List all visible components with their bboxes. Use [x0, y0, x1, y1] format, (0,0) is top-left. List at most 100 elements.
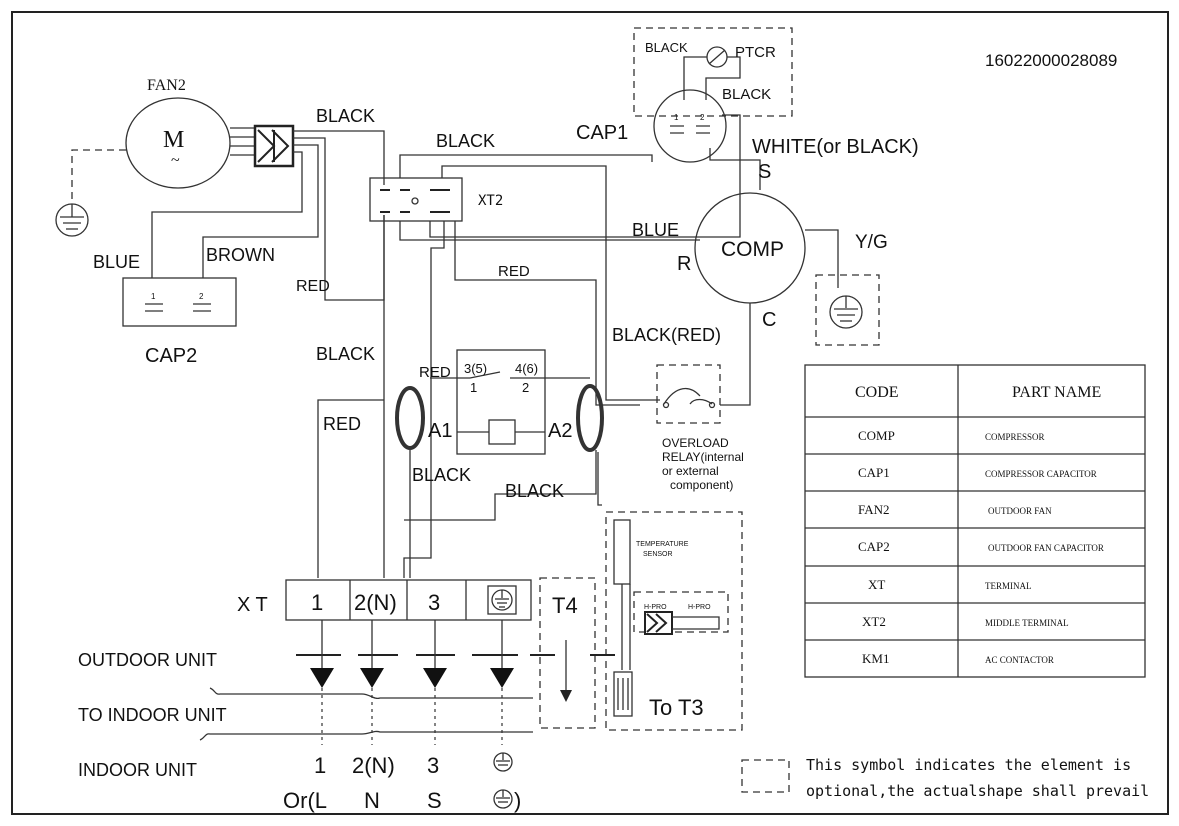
wire-label-black-red: BLACK(RED)	[612, 325, 721, 345]
svg-text:S: S	[427, 788, 442, 813]
table-row-name: COMPRESSOR	[985, 432, 1045, 442]
ptcr-optional-box	[633, 27, 793, 117]
wire-label-black-ptcr-left: BLACK	[645, 40, 688, 55]
svg-text:or external: or external	[662, 464, 719, 478]
xt-ground-terminal-icon	[487, 585, 517, 615]
svg-text:1: 1	[674, 113, 679, 122]
cap1-capacitor: 1 2 CAP1	[576, 89, 727, 163]
table-row-name: AC CONTACTOR	[985, 655, 1054, 665]
svg-text:): )	[514, 788, 521, 813]
table-row-name: OUTDOOR FAN	[988, 506, 1052, 516]
wire-label-black-lower1: BLACK	[412, 465, 471, 485]
comp-terminal-s: S	[758, 161, 771, 183]
indoor-ground-icon	[493, 752, 513, 772]
wire-label-black-lower2: BLACK	[505, 481, 564, 501]
xt-terminal-block: X T 1 2(N) 3	[237, 579, 532, 621]
outdoor-unit-label: OUTDOOR UNIT	[78, 650, 217, 670]
wire-label-white-or-black: WHITE(or BLACK)	[752, 136, 919, 158]
fan2-label: FAN2	[147, 77, 186, 94]
svg-text:1: 1	[470, 380, 477, 395]
fan2-motor: FAN2 M ~	[125, 77, 231, 189]
xt2-label: XT2	[478, 193, 503, 209]
table-row-code: KM1	[862, 651, 889, 666]
cap1-label: CAP1	[576, 122, 628, 144]
svg-text:2(N): 2(N)	[352, 753, 395, 778]
wire-label-brown-fan: BROWN	[206, 245, 275, 265]
fan-connector-icon	[253, 124, 295, 168]
table-row-code: XT	[868, 577, 885, 592]
comp-terminal-c: C	[762, 309, 776, 331]
svg-text:2: 2	[700, 113, 705, 122]
wire-label-black-left: BLACK	[316, 344, 375, 364]
table-row-code: FAN2	[858, 502, 890, 517]
t3-temperature-sensor: TEMPERATURE SENSOR H-PRO H-PRO To T3	[605, 511, 743, 731]
legend-line-1: This symbol indicates the element is	[806, 756, 1131, 774]
svg-text:SENSOR: SENSOR	[643, 551, 673, 558]
wire-label-red-fan: RED	[296, 278, 330, 295]
table-header-part-name: PART NAME	[1012, 384, 1101, 401]
ferrite-ring-left-icon	[395, 386, 425, 450]
wire-label-black-ptcr-right: BLACK	[722, 86, 771, 103]
outer-border	[11, 11, 1169, 815]
svg-text:1: 1	[314, 753, 326, 778]
xt-terminal-1: 1	[311, 590, 323, 615]
contactor-a2-label: A2	[548, 420, 572, 442]
doc-number: 16022000028089	[985, 51, 1117, 70]
legend-line-2: optional,the actualshape shall prevail	[806, 782, 1149, 800]
svg-text:OVERLOAD: OVERLOAD	[662, 436, 729, 450]
table-row-name: OUTDOOR FAN CAPACITOR	[988, 543, 1104, 553]
comp-terminal-r: R	[677, 253, 691, 275]
cap2-label: CAP2	[145, 345, 197, 367]
wire-label-black-xt2: BLACK	[436, 131, 495, 151]
t4-sensor: T4	[539, 577, 596, 729]
motor-tilde-symbol: ~	[171, 152, 180, 169]
parts-table: CODE PART NAME COMP COMPRESSOR CAP1 COMP…	[804, 364, 1146, 678]
svg-text:TEMPERATURE: TEMPERATURE	[636, 541, 689, 548]
to-indoor-unit-label: TO INDOOR UNIT	[78, 705, 227, 725]
comp-label: COMP	[721, 238, 784, 261]
svg-text:component): component)	[670, 478, 733, 492]
table-row-code: XT2	[862, 614, 886, 629]
xt2-middle-terminal: XT2	[369, 177, 503, 222]
overload-relay: BLACK(RED) OVERLOAD RELAY(internal or ex…	[612, 325, 744, 492]
ac-contactor: 3(5) 4(6) 1 2 A1 A2	[428, 349, 590, 455]
svg-text:N: N	[364, 788, 380, 813]
wire-label-red-mid: RED	[498, 263, 530, 280]
to-t3-label: To T3	[649, 695, 704, 720]
wire-label-red-contactor: RED	[419, 364, 451, 381]
table-row-name: MIDDLE TERMINAL	[985, 618, 1069, 628]
svg-text:2: 2	[199, 292, 204, 301]
table-row-code: COMP	[858, 428, 895, 443]
svg-text:4(6): 4(6)	[515, 361, 538, 376]
t4-label: T4	[552, 593, 578, 618]
compressor: COMP S R C	[677, 161, 806, 331]
xt-label: X T	[237, 594, 268, 616]
svg-text:H-PRO: H-PRO	[688, 604, 711, 611]
wire-label-blue-fan: BLUE	[93, 252, 140, 272]
indoor-terminals: 1 2(N) 3 Or(L N S )	[283, 752, 521, 813]
table-row-name: COMPRESSOR CAPACITOR	[985, 469, 1097, 479]
table-row-code: CAP2	[858, 539, 890, 554]
ptcr-label: PTCR	[735, 44, 776, 61]
svg-text:1: 1	[151, 292, 156, 301]
comp-ground-icon	[815, 274, 880, 346]
svg-text:RELAY(internal: RELAY(internal	[662, 450, 744, 464]
indoor-unit-label: INDOOR UNIT	[78, 760, 197, 780]
outdoor-indoor-connection	[199, 620, 615, 745]
table-row-name: TERMINAL	[985, 581, 1032, 591]
motor-m-symbol: M	[163, 127, 184, 153]
table-header-code: CODE	[855, 384, 899, 401]
svg-text:2: 2	[522, 380, 529, 395]
svg-text:H-PRO: H-PRO	[644, 604, 667, 611]
indoor-ground-icon-2	[493, 789, 513, 809]
wire-label-red-left: RED	[323, 414, 361, 434]
wire-label-yg: Y/G	[855, 232, 888, 253]
wire-label-blue-comp: BLUE	[632, 220, 679, 240]
svg-text:3: 3	[427, 753, 439, 778]
xt-terminal-3: 3	[428, 590, 440, 615]
ferrite-ring-right-icon	[576, 384, 604, 452]
optional-element-legend: This symbol indicates the element is opt…	[741, 756, 1149, 800]
cap2-capacitor: 1 2 CAP2	[122, 277, 237, 367]
